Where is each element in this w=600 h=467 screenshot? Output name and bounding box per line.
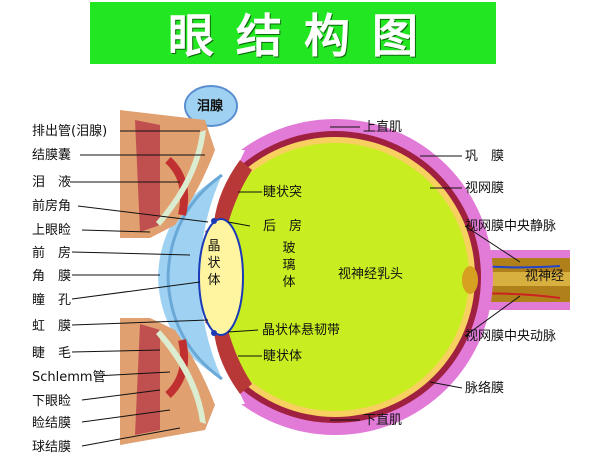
label-anterior-chamber-angle: 前房角: [32, 199, 72, 214]
page-title: 眼结构图: [168, 9, 440, 63]
label-palpebral-conjunctiva: 睑结膜: [32, 416, 72, 431]
label-anterior-chamber: 前 房: [32, 246, 72, 261]
label-retina: 视网膜: [465, 181, 505, 196]
label-iris: 虹 膜: [32, 319, 72, 334]
leader-lines-left: [70, 130, 209, 447]
ciliary-upper-shape: [214, 160, 252, 224]
label-bulbar-conjunctiva: 球结膜: [32, 440, 72, 455]
label-lens: 晶状体: [207, 239, 221, 288]
label-vitreous-body: 玻璃体: [282, 241, 296, 290]
label-ciliary-body: 睫状体: [263, 349, 303, 364]
label-zonule: 晶状体悬韧带: [262, 323, 341, 338]
label-choroid: 脉络膜: [465, 381, 505, 396]
label-optic-disc: 视神经乳头: [338, 267, 404, 282]
label-schlemm-canal: Schlemm管: [32, 370, 106, 385]
label-lacrimal-gland: 泪腺: [197, 99, 224, 114]
label-conjunctival-sac: 结膜囊: [32, 148, 72, 163]
leader-lines-right: [227, 126, 521, 421]
label-tears: 泪 液: [32, 175, 72, 190]
vitreous-shape: [201, 143, 469, 411]
lacrimal-gland-shape: [184, 85, 238, 127]
cornea-shape: [158, 175, 222, 379]
label-cornea: 角 膜: [32, 269, 72, 284]
label-superior-rectus: 上直肌: [363, 120, 403, 135]
label-sclera: 巩 膜: [465, 149, 505, 164]
label-optic-nerve: 视神经: [525, 269, 565, 284]
label-inferior-rectus: 下直肌: [363, 413, 403, 428]
ciliary-lower-shape: [214, 330, 252, 394]
title-banner: 眼结构图: [90, 2, 496, 64]
label-excretory-duct: 排出管(泪腺): [32, 124, 108, 139]
label-central-retinal-artery: 视网膜中央动脉: [465, 329, 557, 344]
label-posterior-chamber: 后 房: [263, 219, 303, 234]
lens-shape: [198, 218, 244, 336]
label-pupil: 瞳 孔: [32, 293, 72, 308]
optic-disc-shape: [462, 266, 478, 294]
label-eyelash: 睫 毛: [32, 346, 72, 361]
label-ciliary-process: 睫状突: [263, 185, 303, 200]
label-upper-eyelid: 上眼睑: [32, 223, 72, 238]
label-central-retinal-vein: 视网膜中央静脉: [465, 219, 557, 234]
label-lower-eyelid: 下眼睑: [32, 394, 72, 409]
